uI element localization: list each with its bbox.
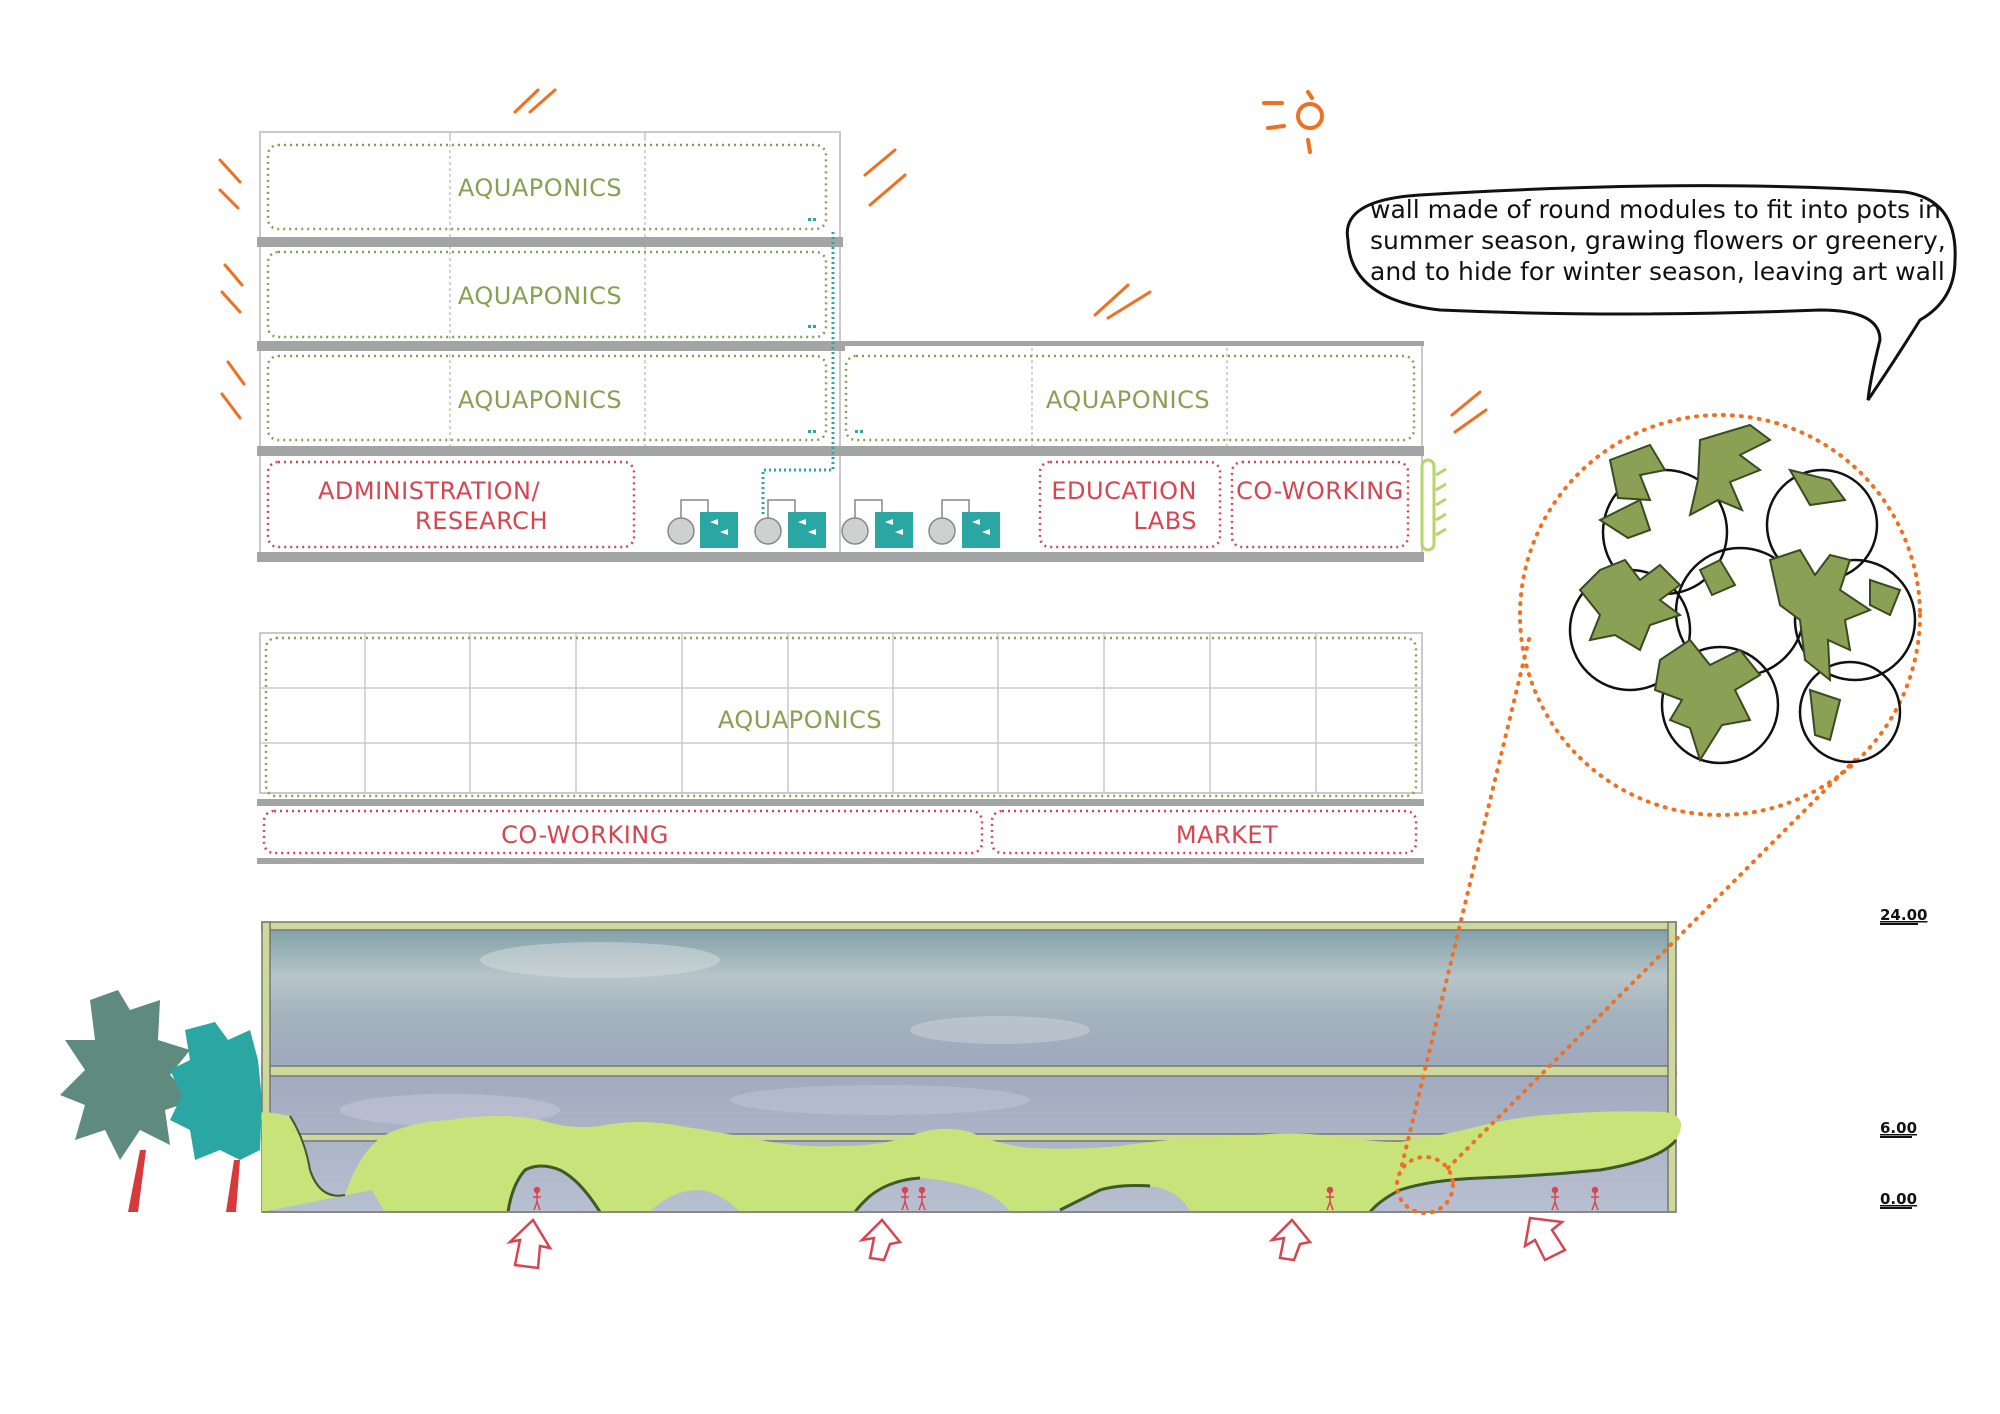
coworking-label-lower: CO-WORKING [501, 821, 669, 849]
sun-icon [1262, 90, 1324, 154]
fish-tank-icon [754, 499, 826, 548]
person-icon [533, 1186, 1599, 1211]
education-label-line2: LABS [1133, 507, 1197, 535]
fish-tank-icon [928, 499, 1000, 548]
aquaponics-label-lower: AQUAPONICS [718, 706, 882, 734]
fish-tank-icon [667, 499, 738, 548]
magnifier-circle-icon [1568, 423, 1917, 765]
level-marker-top: 24.00 [1880, 906, 1927, 924]
fish-tank-icon [841, 499, 913, 548]
callout-text: wall made of round modules to fit into p… [1370, 194, 1950, 287]
market-label: MARKET [1176, 821, 1278, 849]
education-label-line1: EDUCATION [1051, 477, 1197, 505]
aquaponics-label-4: AQUAPONICS [1046, 386, 1210, 414]
level-marker-ground: 0.00 [1880, 1190, 1917, 1208]
administration-label-line1: ADMINISTRATION/ [318, 477, 540, 505]
aquaponics-label-2: AQUAPONICS [458, 282, 622, 310]
administration-label-line2: RESEARCH [415, 507, 548, 535]
callout-line-3: and to hide for winter season, leaving a… [1370, 257, 1945, 286]
coworking-label-upper: CO-WORKING [1236, 477, 1404, 505]
callout-line-2: summer season, grawing flowers or greene… [1370, 226, 1946, 255]
level-marker-mid: 6.00 [1880, 1119, 1917, 1137]
facade-elevation [259, 921, 1682, 1213]
aquaponics-label-1: AQUAPONICS [458, 174, 622, 202]
section-upper-building: AQUAPONICS AQUAPONICS AQUAPONICS AQUAPON… [257, 131, 1447, 562]
magnifier-lines [1395, 413, 1922, 1215]
entrance-arrow-icon [506, 1216, 1567, 1270]
callout-line-1: wall made of round modules to fit into p… [1370, 195, 1941, 224]
decorative-hatches [218, 88, 1488, 434]
section-lower-building: AQUAPONICS CO-WORKING MARKET [257, 632, 1424, 864]
aquaponics-label-3: AQUAPONICS [458, 386, 622, 414]
tree-icon [60, 990, 262, 1212]
speech-bubble-icon [1345, 184, 1957, 401]
